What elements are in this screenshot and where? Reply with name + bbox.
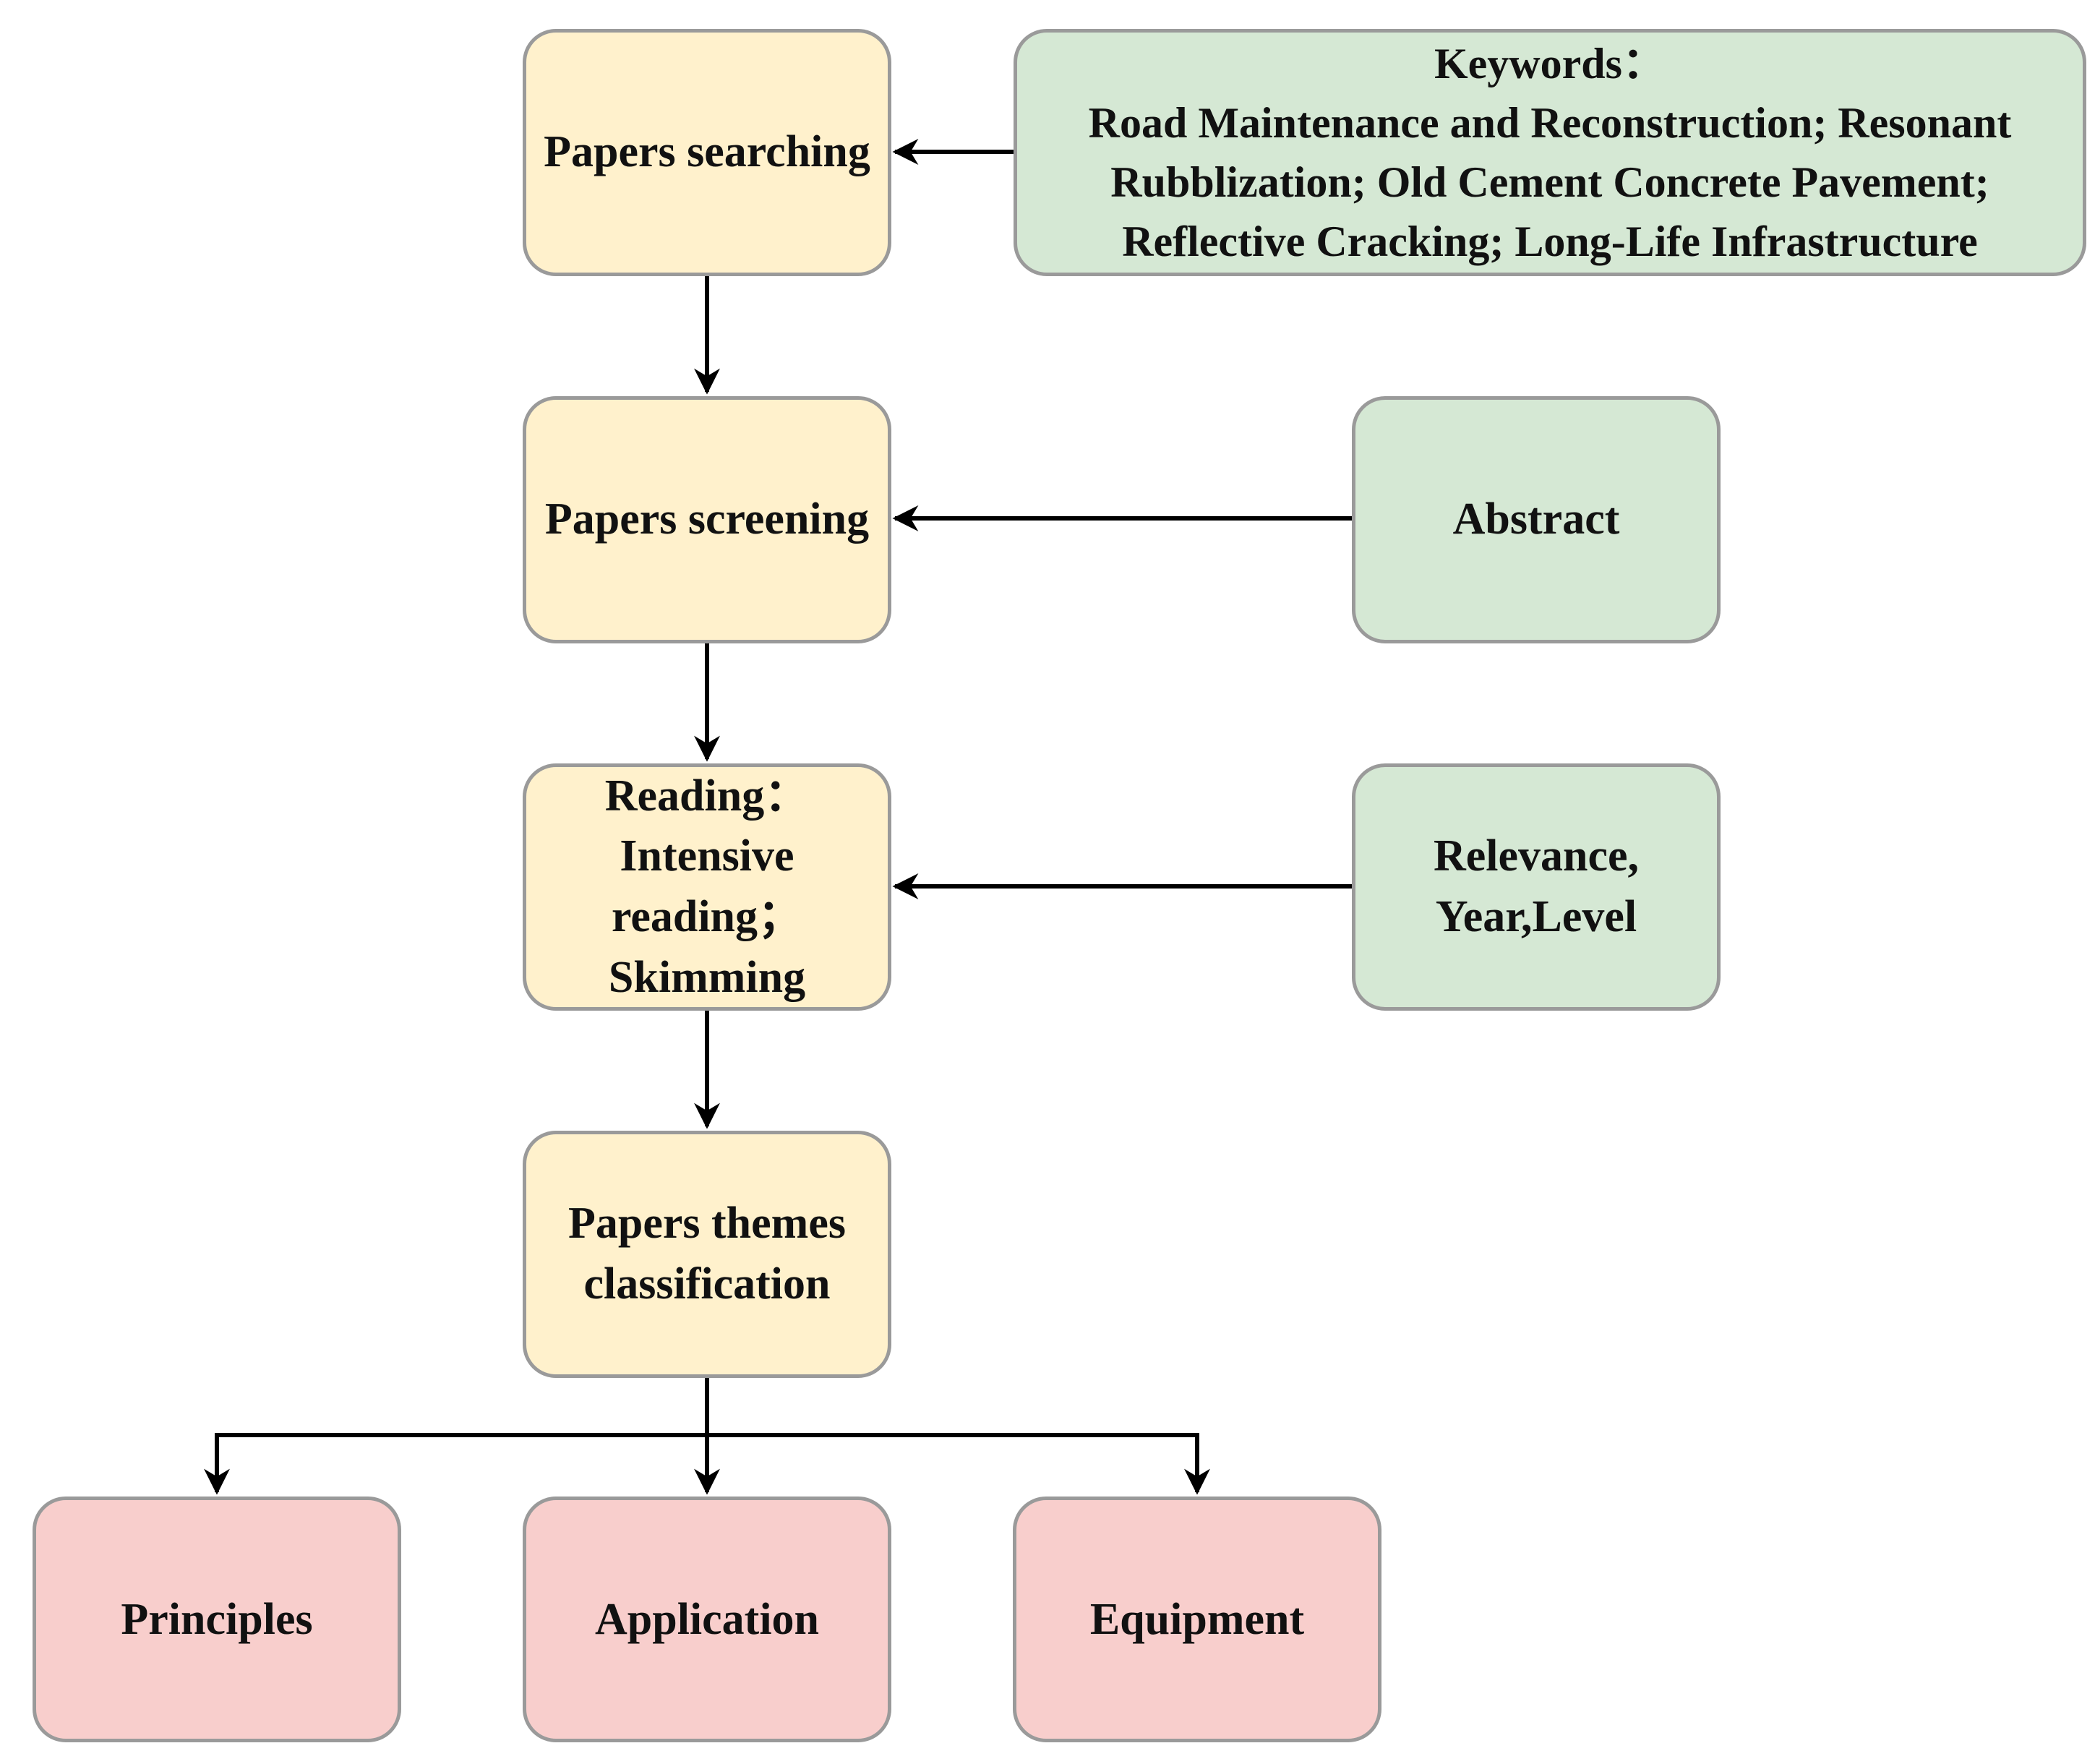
papers-searching-box: Papers searching	[523, 29, 891, 276]
papers-themes-classification-box: Papers themes classification	[523, 1131, 891, 1378]
keywords-line-1: Road Maintenance and Reconstruction; Res…	[1088, 98, 2012, 147]
principles-box: Principles	[33, 1497, 401, 1742]
criteria-label-line-1: Relevance,	[1433, 831, 1640, 881]
papers-screening-label: Papers screening	[544, 494, 870, 544]
papers-screening-box: Papers screening	[523, 396, 891, 643]
papers-searching-label: Papers searching	[544, 127, 870, 177]
relevance-year-level-box: Relevance, Year,Level	[1352, 763, 1721, 1011]
abstract-label: Abstract	[1452, 494, 1620, 544]
reading-label-line-2: Intensive	[620, 831, 794, 881]
classification-label-line-2: classification	[583, 1259, 831, 1309]
reading-box: Reading： Intensive reading； Skimming	[523, 763, 891, 1011]
keywords-box: Keywords： Road Maintenance and Reconstru…	[1014, 29, 2086, 276]
reading-label-line-3: reading；	[611, 892, 803, 941]
classification-label-line-1: Papers themes	[568, 1199, 846, 1249]
application-label: Application	[594, 1594, 820, 1644]
criteria-label-line-2: Year,Level	[1435, 892, 1637, 941]
keywords-line-2: Rubblization; Old Cement Concrete Paveme…	[1110, 158, 1989, 206]
abstract-box: Abstract	[1352, 396, 1721, 643]
equipment-box: Equipment	[1013, 1497, 1381, 1742]
reading-label-line-1: Reading：	[604, 771, 810, 821]
reading-label-line-4: Skimming	[608, 952, 806, 1002]
equipment-label: Equipment	[1089, 1594, 1305, 1644]
keywords-line-3: Reflective Cracking; Long-Life Infrastru…	[1122, 218, 1978, 266]
principles-label: Principles	[121, 1594, 313, 1644]
keywords-heading: Keywords：	[1434, 39, 1666, 87]
application-box: Application	[523, 1497, 891, 1742]
